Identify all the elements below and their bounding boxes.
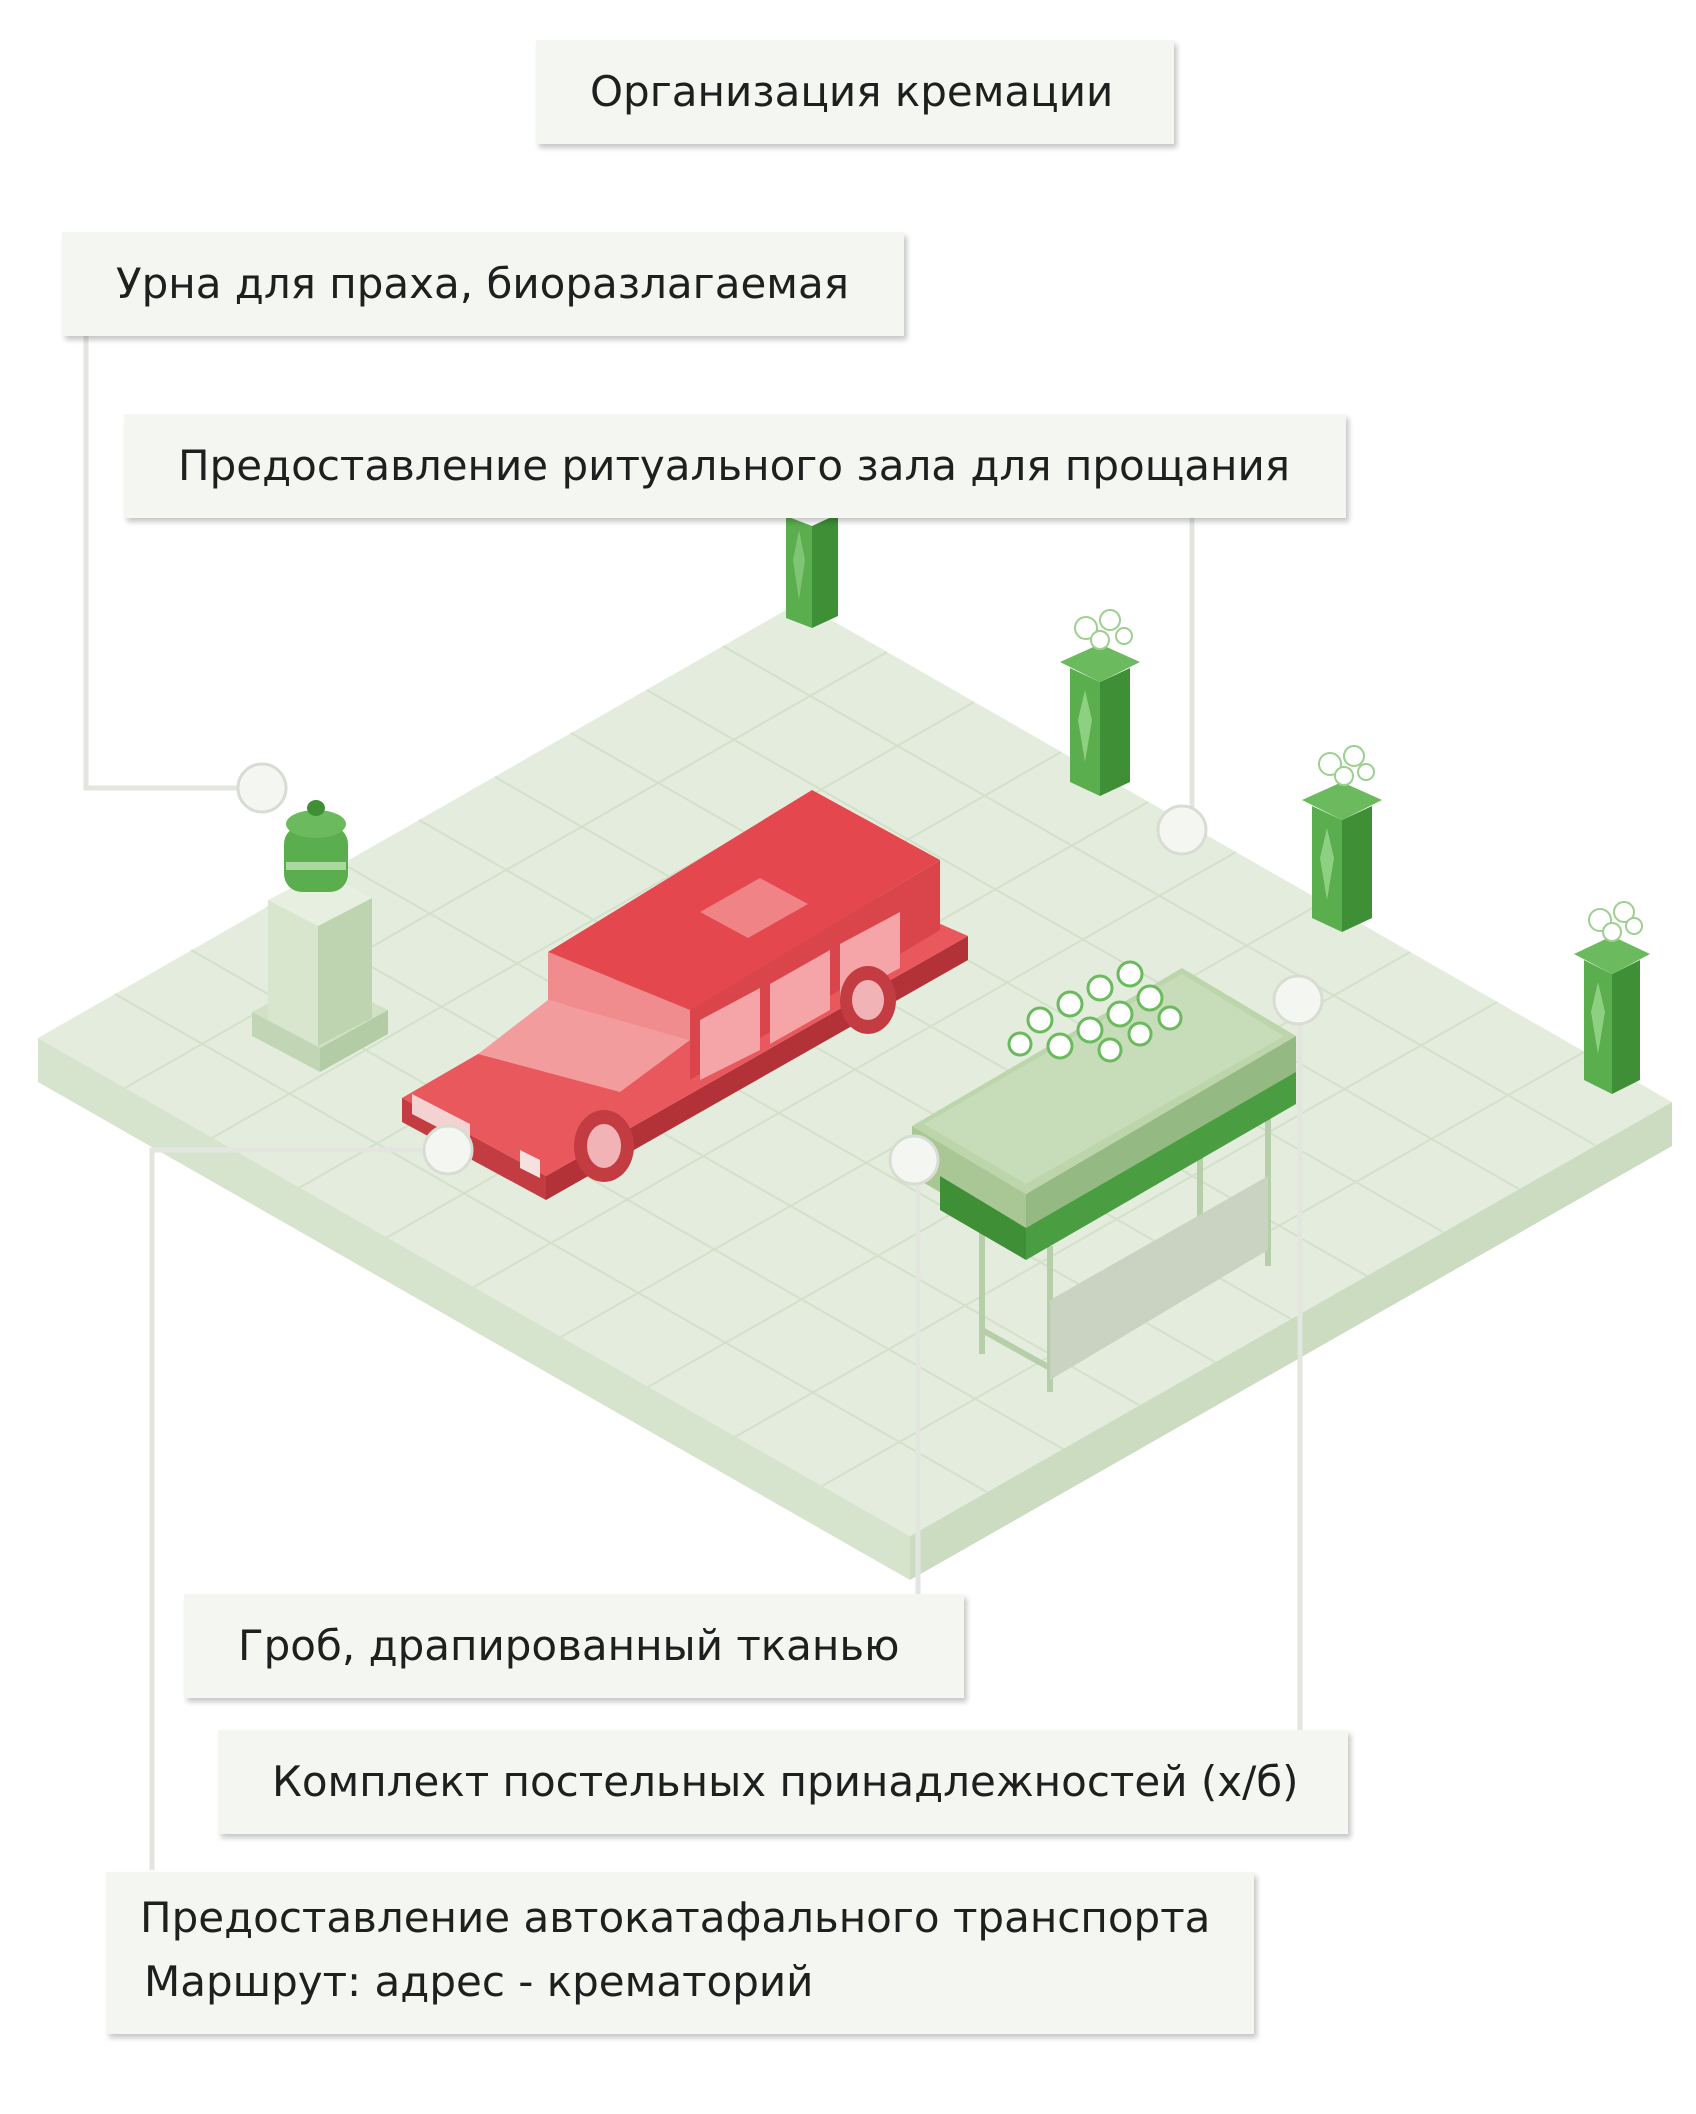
label-bedding-text: Комплект постельных принадлежностей (х/б… — [272, 1757, 1299, 1806]
urn-icon — [284, 800, 348, 892]
connector-lines — [83, 336, 1303, 1870]
pillar-flowers-2 — [1302, 782, 1382, 932]
page-title-text: Организация кремации — [590, 67, 1114, 116]
label-ritual-hall: Предоставление ритуального зала для прощ… — [124, 414, 1346, 518]
label-urn: Урна для праха, биоразлагаемая — [62, 232, 904, 336]
pillar-flowers-1 — [1060, 644, 1140, 796]
label-ritual-hall-text: Предоставление ритуального зала для прощ… — [178, 441, 1291, 490]
urn-pedestal — [252, 872, 388, 1072]
coffin-shadow — [1050, 1176, 1268, 1380]
hall-floor — [38, 602, 1672, 1580]
pillar-back — [786, 514, 838, 628]
coffin-icon — [912, 968, 1296, 1260]
page-title: Организация кремации — [536, 40, 1174, 144]
connector-dots — [236, 762, 1324, 1186]
label-coffin-text: Гроб, драпированный тканью — [238, 1621, 900, 1670]
label-bedding: Комплект постельных принадлежностей (х/б… — [218, 1730, 1348, 1834]
pillar-flowers-3 — [1574, 936, 1650, 1094]
label-transport-line2: Маршрут: адрес - крематорий — [144, 1957, 814, 2006]
label-coffin: Гроб, драпированный тканью — [184, 1594, 964, 1698]
label-transport-line1: Предоставление автокатафального транспор… — [140, 1893, 1211, 1942]
label-urn-text: Урна для праха, биоразлагаемая — [116, 259, 849, 308]
bouquet-icons — [1074, 609, 1643, 942]
coffin-flowers — [1007, 960, 1183, 1063]
label-transport: Предоставление автокатафального транспор… — [106, 1872, 1254, 2034]
hearse-icon — [402, 790, 968, 1200]
